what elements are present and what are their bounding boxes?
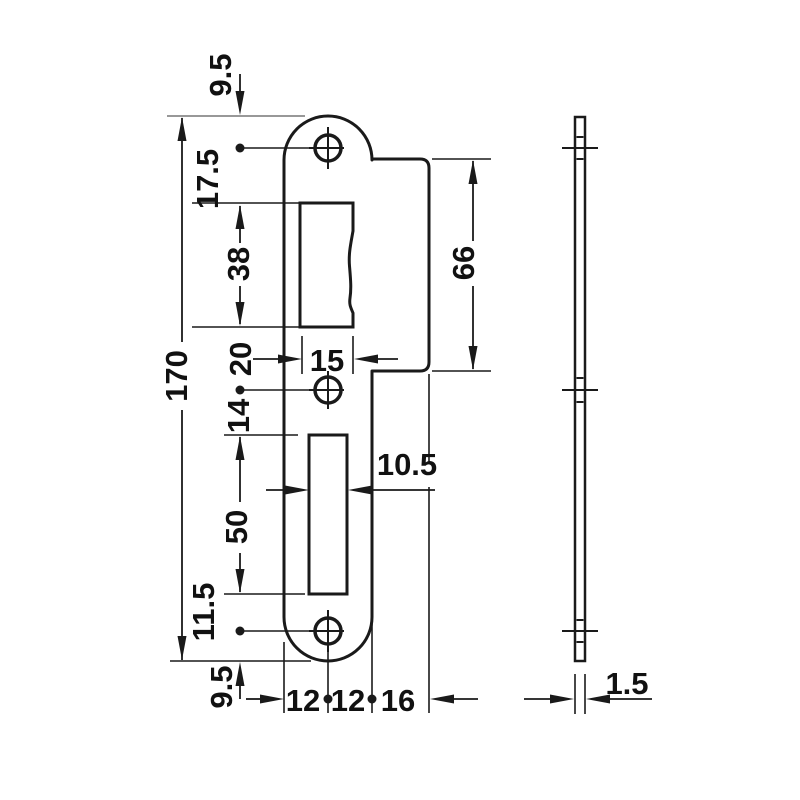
front-view [282,114,431,663]
dim-label-1-5: 1.5 [605,666,648,701]
dim-bolt-cutout-height-50: 50 [219,436,254,593]
dim-label-66: 66 [446,246,481,280]
dim-cutout-to-center-hole-20: 20 [223,342,258,376]
latch-cutout [298,201,355,329]
screw-hole-middle [309,371,344,409]
dim-label-10-5: 10.5 [377,447,437,482]
dim-label-50: 50 [219,510,254,544]
deadbolt-cutout [307,433,349,596]
dim-label-12-right: 12 [331,683,365,718]
dim-bottom-row: 12 12 16 [246,683,478,718]
dim-label-top-offset: 9.5 [203,53,238,96]
dim-label-overall-height: 170 [159,350,194,402]
dim-bolt-cutout-width-10-5: 10.5 [266,447,437,495]
dim-label-20: 20 [223,342,258,376]
dim-label-11-5: 11.5 [186,583,221,642]
dim-label-12-left: 12 [286,683,320,718]
dim-bottom-offset-9-5: 9.5 [204,662,245,709]
dim-label-17-5: 17.5 [190,149,225,209]
dim-top-offset-9-5: 9.5 [203,53,245,115]
screw-hole-top [309,127,344,169]
dim-thickness-1-5: 1.5 [524,666,652,714]
dim-label-15: 15 [310,343,344,378]
dim-hole-to-cutout-17-5: 17.5 [190,149,225,209]
extension-lines [167,115,491,713]
dim-cutout-to-bottom-hole-11-5: 11.5 [186,583,221,642]
dim-label-bottom-offset: 9.5 [204,665,239,708]
dim-label-16: 16 [381,683,415,718]
plate-outline [282,114,431,663]
dim-latch-cutout-height-38: 38 [221,205,256,326]
side-view [562,115,598,663]
dim-latch-cutout-width-15: 15 [253,343,398,378]
dim-lip-height-66: 66 [446,160,481,370]
dim-label-14: 14 [221,398,256,433]
dim-overall-height: 170 [159,117,194,660]
screw-hole-bottom [309,610,344,652]
dim-center-hole-to-cutout-14: 14 [221,398,256,433]
dim-label-38: 38 [221,247,256,281]
